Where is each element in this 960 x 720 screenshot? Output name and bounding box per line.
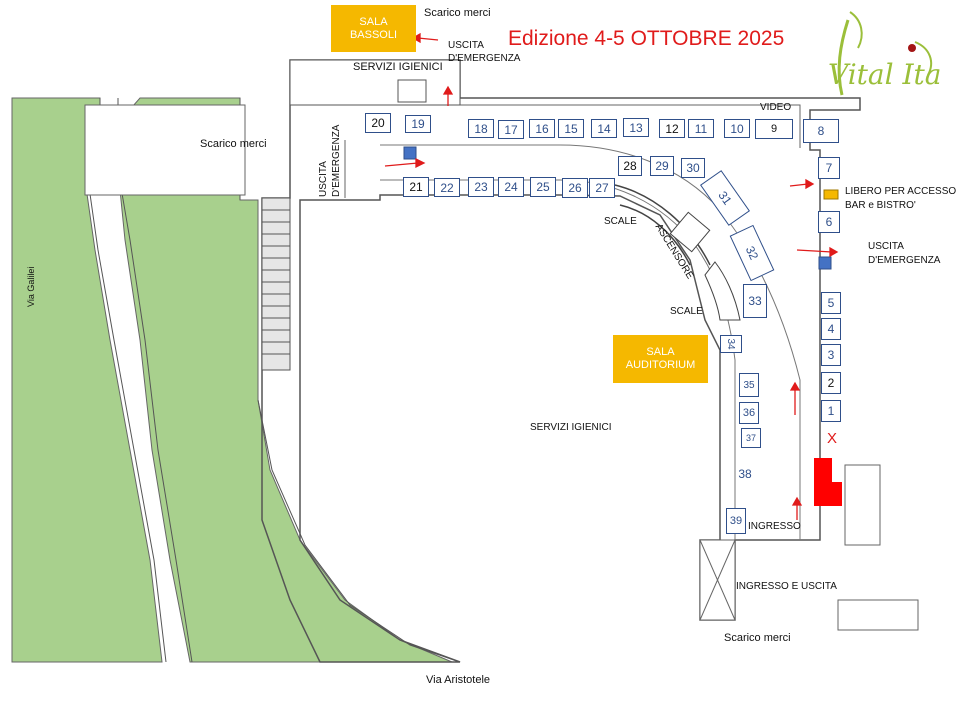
scarico-merci-bottom: Scarico merci — [724, 632, 791, 644]
uscita-emergenza-top-1: USCITA — [448, 40, 484, 51]
servizi-igienici-top: SERVIZI IGIENICI — [353, 61, 443, 73]
scarico-merci-left: Scarico merci — [200, 138, 267, 150]
booth-38[interactable]: 38 — [738, 467, 752, 481]
blue-marker-right — [818, 256, 832, 270]
booth-9[interactable]: 9 — [755, 119, 793, 139]
sala-bassoli-room: SALA BASSOLI — [331, 5, 416, 52]
uscita-emergenza-left-1: USCITA — [318, 161, 329, 197]
booth-33[interactable]: 33 — [743, 284, 767, 318]
page-title: Edizione 4-5 OTTOBRE 2025 — [508, 27, 785, 50]
red-area — [814, 458, 842, 506]
booth-22[interactable]: 22 — [434, 178, 460, 197]
booth-3[interactable]: 3 — [821, 344, 841, 366]
uscita-emergenza-top-2: D'EMERGENZA — [448, 53, 521, 64]
booth-6[interactable]: 6 — [818, 211, 840, 233]
booth-13[interactable]: 13 — [623, 118, 649, 137]
booth-2[interactable]: 2 — [821, 372, 841, 394]
booth-16[interactable]: 16 — [529, 119, 555, 138]
booth-5[interactable]: 5 — [821, 292, 841, 314]
ingresso-e-uscita-label: INGRESSO E USCITA — [736, 581, 837, 592]
booth-35[interactable]: 35 — [739, 373, 759, 397]
booth-7[interactable]: 7 — [818, 157, 840, 179]
booth-21[interactable]: 21 — [403, 177, 429, 197]
sala-auditorium-label-1: SALA — [646, 346, 675, 359]
booth-34[interactable]: 34 — [720, 335, 742, 353]
sala-bassoli-label-2: BASSOLI — [349, 28, 398, 41]
booth-18[interactable]: 18 — [468, 119, 494, 138]
via-galilei-label: Via Galilei — [26, 266, 36, 307]
libero-accesso-label-1: LIBERO PER ACCESSO — [845, 186, 957, 197]
booth-17[interactable]: 17 — [498, 120, 524, 139]
video-label: VIDEO — [760, 102, 792, 113]
booth-36[interactable]: 36 — [739, 402, 759, 424]
booth-29[interactable]: 29 — [650, 156, 674, 176]
uscita-emergenza-right-1: USCITA — [868, 241, 904, 252]
booth-19[interactable]: 19 — [405, 115, 431, 133]
vital-ita-logo: Vital Ita — [828, 58, 942, 91]
servizi-igienici-center: SERVIZI IGIENICI — [530, 422, 612, 433]
booth-24[interactable]: 24 — [498, 177, 524, 197]
booth-26[interactable]: 26 — [562, 178, 588, 198]
yellow-marker — [823, 189, 839, 200]
booth-30[interactable]: 30 — [681, 158, 705, 178]
x-mark: X — [827, 430, 838, 447]
booth-25[interactable]: 25 — [530, 177, 556, 197]
booth-27[interactable]: 27 — [589, 178, 615, 198]
booth-10[interactable]: 10 — [724, 119, 750, 138]
ingresso-label: INGRESSO — [748, 521, 801, 532]
libero-accesso-label-2: BAR e BISTRO' — [845, 200, 916, 211]
uscita-emergenza-right-2: D'EMERGENZA — [868, 255, 941, 266]
booth-23[interactable]: 23 — [468, 177, 494, 197]
booth-28[interactable]: 28 — [618, 156, 642, 176]
booth-39[interactable]: 39 — [726, 508, 746, 534]
booth-15[interactable]: 15 — [558, 119, 584, 138]
sala-auditorium-label-2: AUDITORIUM — [625, 359, 696, 371]
sala-auditorium-room: SALA AUDITORIUM — [613, 335, 708, 383]
uscita-emergenza-left-2: D'EMERGENZA — [331, 124, 342, 197]
booth-8[interactable]: 8 — [803, 119, 839, 143]
scale-label-1: SCALE — [604, 216, 637, 227]
booth-20[interactable]: 20 — [365, 113, 391, 133]
booth-1[interactable]: 1 — [821, 400, 841, 422]
booth-12[interactable]: 12 — [659, 119, 685, 138]
booth-14[interactable]: 14 — [591, 119, 617, 138]
scale-label-2: SCALE — [670, 306, 703, 317]
booth-4[interactable]: 4 — [821, 318, 841, 340]
grass-area-middle — [117, 97, 453, 663]
booth-37[interactable]: 37 — [741, 428, 761, 448]
booth-11[interactable]: 11 — [688, 119, 714, 138]
scarico-merci-top: Scarico merci — [424, 7, 491, 19]
sala-bassoli-label-1: SALA — [359, 15, 388, 28]
blue-marker-left — [403, 146, 417, 160]
building-outline — [261, 59, 861, 663]
via-aristotele-label: Via Aristotele — [426, 674, 491, 686]
